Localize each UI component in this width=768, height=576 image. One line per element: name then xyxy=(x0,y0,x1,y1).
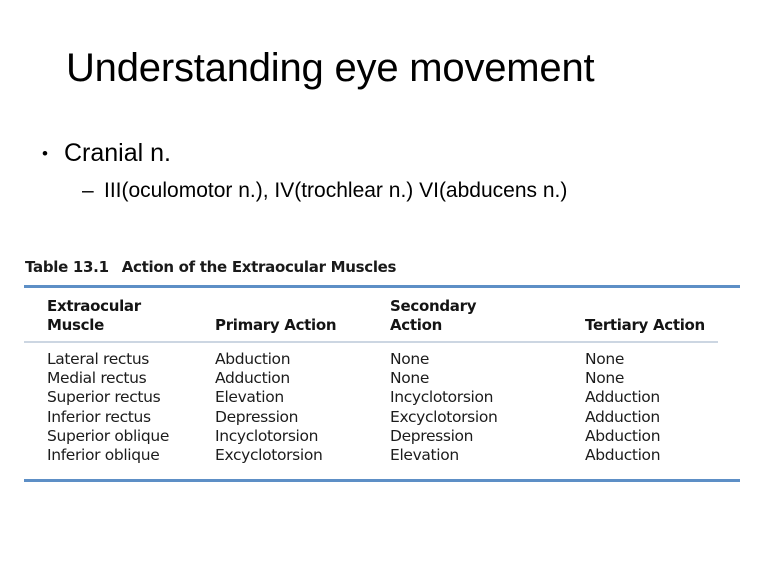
cell-secondary: None xyxy=(390,350,430,368)
cell-muscle: Inferior oblique xyxy=(47,446,160,465)
column-header-primary: Primary Action xyxy=(215,316,337,334)
column-header-secondary: Secondary Action xyxy=(390,297,477,334)
cell-primary: Excyclotorsion xyxy=(215,446,323,465)
table-header-row: Extraocular Muscle Primary Action Second… xyxy=(24,288,742,341)
column-header-tertiary: Tertiary Action xyxy=(585,316,705,334)
cell-tertiary: Adduction xyxy=(585,388,660,407)
table-row: Inferior oblique Excyclotorsion Elevatio… xyxy=(47,446,742,465)
cell-secondary: None xyxy=(390,369,430,388)
table-caption-number: Table 13.1 xyxy=(25,258,109,276)
table-row: Superior rectus Elevation Incyclotorsion… xyxy=(47,388,742,407)
table-rule-top xyxy=(24,285,740,288)
cell-muscle: Inferior rectus xyxy=(47,407,151,426)
bullet-list: • Cranial n. – III(oculomotor n.), IV(tr… xyxy=(38,138,738,204)
table-rule-bottom xyxy=(24,479,740,483)
page-title: Understanding eye movement xyxy=(66,46,595,90)
bullet-item-level1: • Cranial n. xyxy=(38,138,738,169)
cell-primary: Elevation xyxy=(215,388,284,407)
bullet-item-level2: – III(oculomotor n.), IV(trochlear n.) V… xyxy=(82,177,738,204)
table-row: Lateral rectus Abduction None None xyxy=(47,350,742,369)
cell-tertiary: None xyxy=(585,350,625,368)
table-row: Medial rectus Adduction None None xyxy=(47,369,742,388)
column-header-muscle: Extraocular Muscle xyxy=(47,297,141,334)
cell-muscle: Lateral rectus xyxy=(47,350,150,368)
cell-secondary: Excyclotorsion xyxy=(390,407,498,426)
extraocular-muscles-table: Table 13.1 Action of the Extraocular Musc… xyxy=(24,258,742,483)
cell-tertiary: None xyxy=(585,369,625,388)
cell-secondary: Incyclotorsion xyxy=(390,388,494,407)
cell-primary: Depression xyxy=(215,407,299,426)
table-caption-title: Action of the Extraocular Muscles xyxy=(121,258,397,276)
cell-tertiary: Adduction xyxy=(585,407,660,426)
cell-primary: Incyclotorsion xyxy=(215,426,319,445)
cell-secondary: Elevation xyxy=(390,446,459,465)
bullet-level2-label: III(oculomotor n.), IV(trochlear n.) VI(… xyxy=(104,179,568,202)
table-header-separator xyxy=(24,341,718,343)
bullet-marker-icon: • xyxy=(42,144,48,163)
cell-muscle: Superior rectus xyxy=(47,388,161,407)
cell-tertiary: Abduction xyxy=(585,426,661,445)
table-row: Superior oblique Incyclotorsion Depressi… xyxy=(47,427,742,446)
dash-marker-icon: – xyxy=(82,179,94,202)
cell-tertiary: Abduction xyxy=(585,446,661,465)
cell-secondary: Depression xyxy=(390,426,474,445)
cell-muscle: Medial rectus xyxy=(47,369,147,388)
cell-muscle: Superior oblique xyxy=(47,426,170,445)
cell-primary: Abduction xyxy=(215,350,291,368)
cell-primary: Adduction xyxy=(215,369,290,388)
table-body: Lateral rectus Abduction None None Media… xyxy=(24,343,742,465)
table-row: Inferior rectus Depression Excyclotorsio… xyxy=(47,408,742,427)
bullet-level1-label: Cranial n. xyxy=(64,139,171,167)
table-caption: Table 13.1 Action of the Extraocular Musc… xyxy=(24,258,742,276)
